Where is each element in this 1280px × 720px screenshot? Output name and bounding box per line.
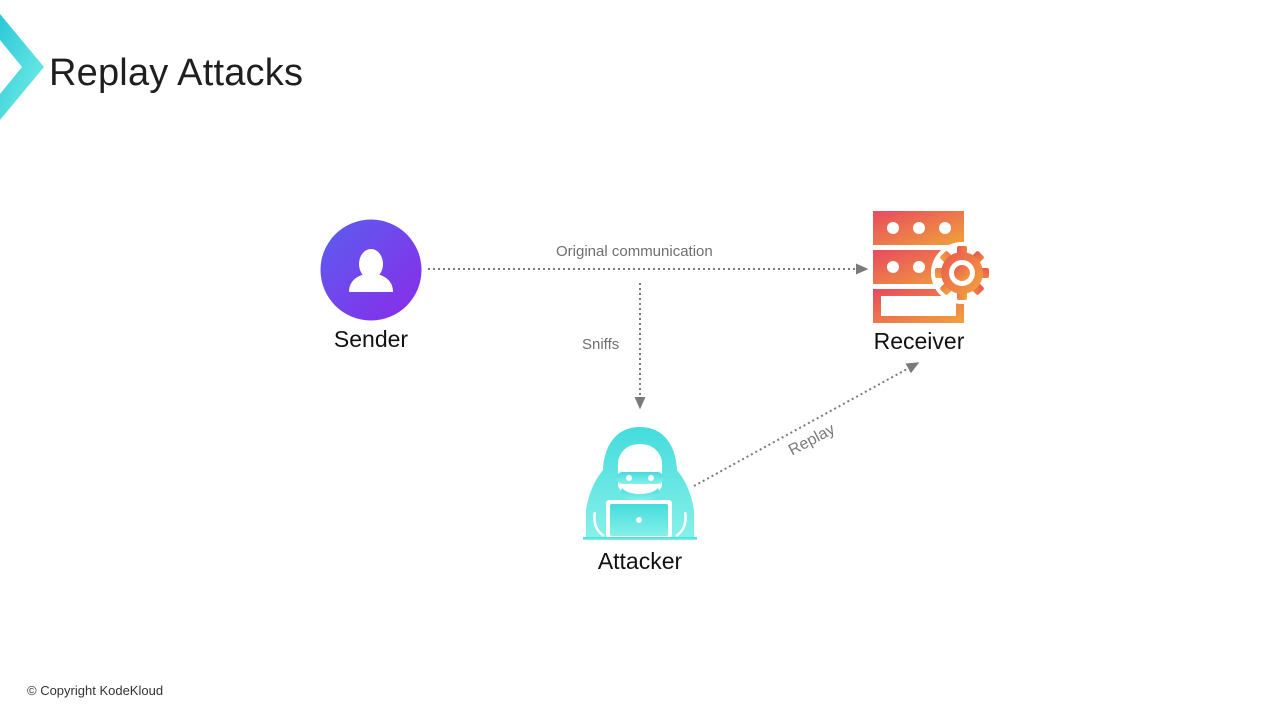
replay-arrow bbox=[693, 362, 920, 487]
receiver-label: Receiver bbox=[873, 328, 965, 354]
original-communication-label: Original communication bbox=[556, 243, 713, 260]
brand-chevron-icon bbox=[0, 14, 44, 120]
copyright-text: © Copyright KodeKloud bbox=[27, 683, 164, 698]
attacker-hacker-icon bbox=[583, 427, 697, 540]
page-title: Replay Attacks bbox=[49, 52, 304, 94]
sender-user-icon bbox=[320, 219, 422, 321]
gear-icon bbox=[931, 242, 993, 304]
sender-label: Sender bbox=[333, 326, 409, 352]
sniffs-label: Sniffs bbox=[582, 336, 620, 353]
replay-label: Replay bbox=[786, 421, 838, 459]
attacker-label: Attacker bbox=[597, 548, 683, 574]
